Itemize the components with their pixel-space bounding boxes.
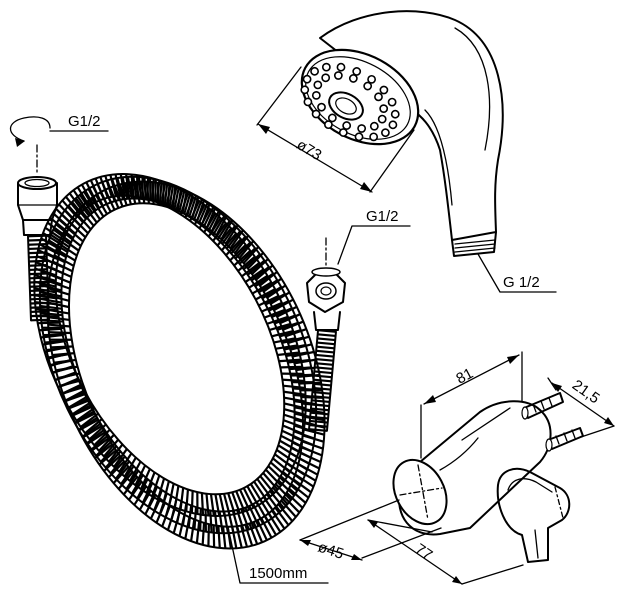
spray-nozzles [300, 62, 400, 142]
hose-right-end [308, 329, 337, 432]
rotation-arrow-icon [9, 116, 51, 147]
holder-diameter-label: ø45 [316, 539, 346, 563]
holder-depth-label: 21,5 [569, 377, 603, 408]
hose-coil [33, 173, 326, 550]
leader-hose-length [227, 526, 329, 584]
dim-line-holder-depth [551, 382, 615, 427]
hose-right-fitting [306, 237, 346, 331]
holder-height-label: 77 [412, 541, 435, 564]
hand-shower: ø73 G 1/2 [256, 10, 557, 293]
hose-left-fitting [17, 144, 58, 236]
handshower-diameter-label: ø73 [294, 136, 325, 164]
holder-width-label: 81 [453, 365, 476, 388]
dim-line-holder-width [423, 354, 520, 405]
leader-g12-handshower [477, 253, 557, 293]
thread-label-right: G1/2 [366, 208, 399, 225]
mounting-screws [521, 392, 584, 452]
dim-line-holder-diameter [299, 539, 363, 561]
wall-holder: 81 21,5 ø45 77 [299, 351, 615, 585]
hose-left-end [27, 234, 50, 322]
thread-label-left: G1/2 [68, 113, 101, 130]
dim-line-holder-height [367, 519, 463, 585]
leader-g12-right [337, 225, 411, 265]
shower-hose: G1/2 G1/2 1500mm [9, 113, 411, 584]
handshower-thread-label: G 1/2 [503, 274, 540, 291]
hose-length-label: 1500mm [249, 565, 307, 582]
dim-line-handshower-diameter [257, 123, 373, 193]
